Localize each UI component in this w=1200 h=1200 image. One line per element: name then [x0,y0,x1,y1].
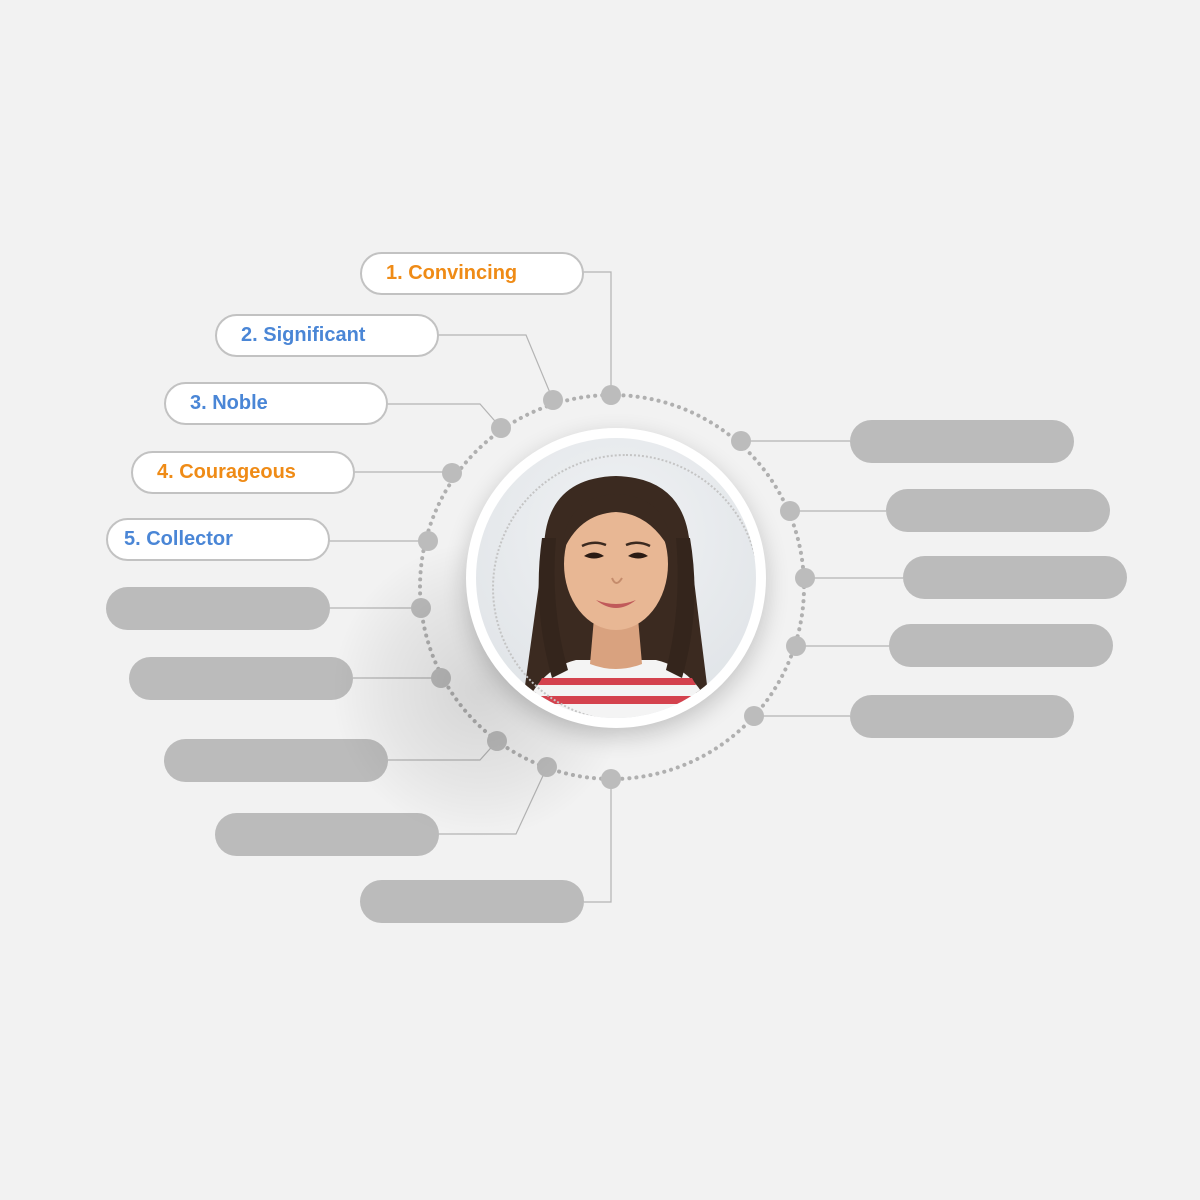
node-dot [780,501,800,521]
node-dot [442,463,462,483]
label-text: 4. Courageous [157,461,296,483]
placeholder-pill [129,657,353,700]
placeholder-pill [886,489,1110,532]
node-dot [487,731,507,751]
node-dot [744,706,764,726]
label-pill-collector: 5. Collector [106,518,330,561]
node-dot [786,636,806,656]
node-dot [411,598,431,618]
portrait-photo [476,438,756,718]
placeholder-pill [850,420,1074,463]
node-dot [537,757,557,777]
node-dot [601,769,621,789]
placeholder-pill [164,739,388,782]
connector-line [438,766,548,835]
label-text: 1. Convincing [386,262,518,284]
placeholder-pill [889,624,1113,667]
label-pill-convincing: 1. Convincing [360,252,584,295]
connector-line [584,779,612,903]
node-dot [543,390,563,410]
node-dot [491,418,511,438]
label-pill-noble: 3. Noble [164,382,388,425]
label-text: 5. Collector [124,528,233,550]
placeholder-pill [903,556,1127,599]
label-pill-courageous: 4. Courageous [131,451,355,494]
label-text: 2. Significant [241,324,366,346]
label-pill-significant: 2. Significant [215,314,439,357]
placeholder-pill [850,695,1074,738]
label-text: 3. Noble [190,392,268,414]
connector-line [583,271,612,395]
node-dot [431,668,451,688]
placeholder-pill [106,587,330,630]
node-dot [731,431,751,451]
connector-line [437,334,554,401]
placeholder-pill [215,813,439,856]
placeholder-pill [360,880,584,923]
portrait-frame [466,428,766,728]
connector-line [386,403,502,429]
inner-dotted-ring [492,454,756,718]
node-dot [418,531,438,551]
node-dot [795,568,815,588]
node-dot [601,385,621,405]
